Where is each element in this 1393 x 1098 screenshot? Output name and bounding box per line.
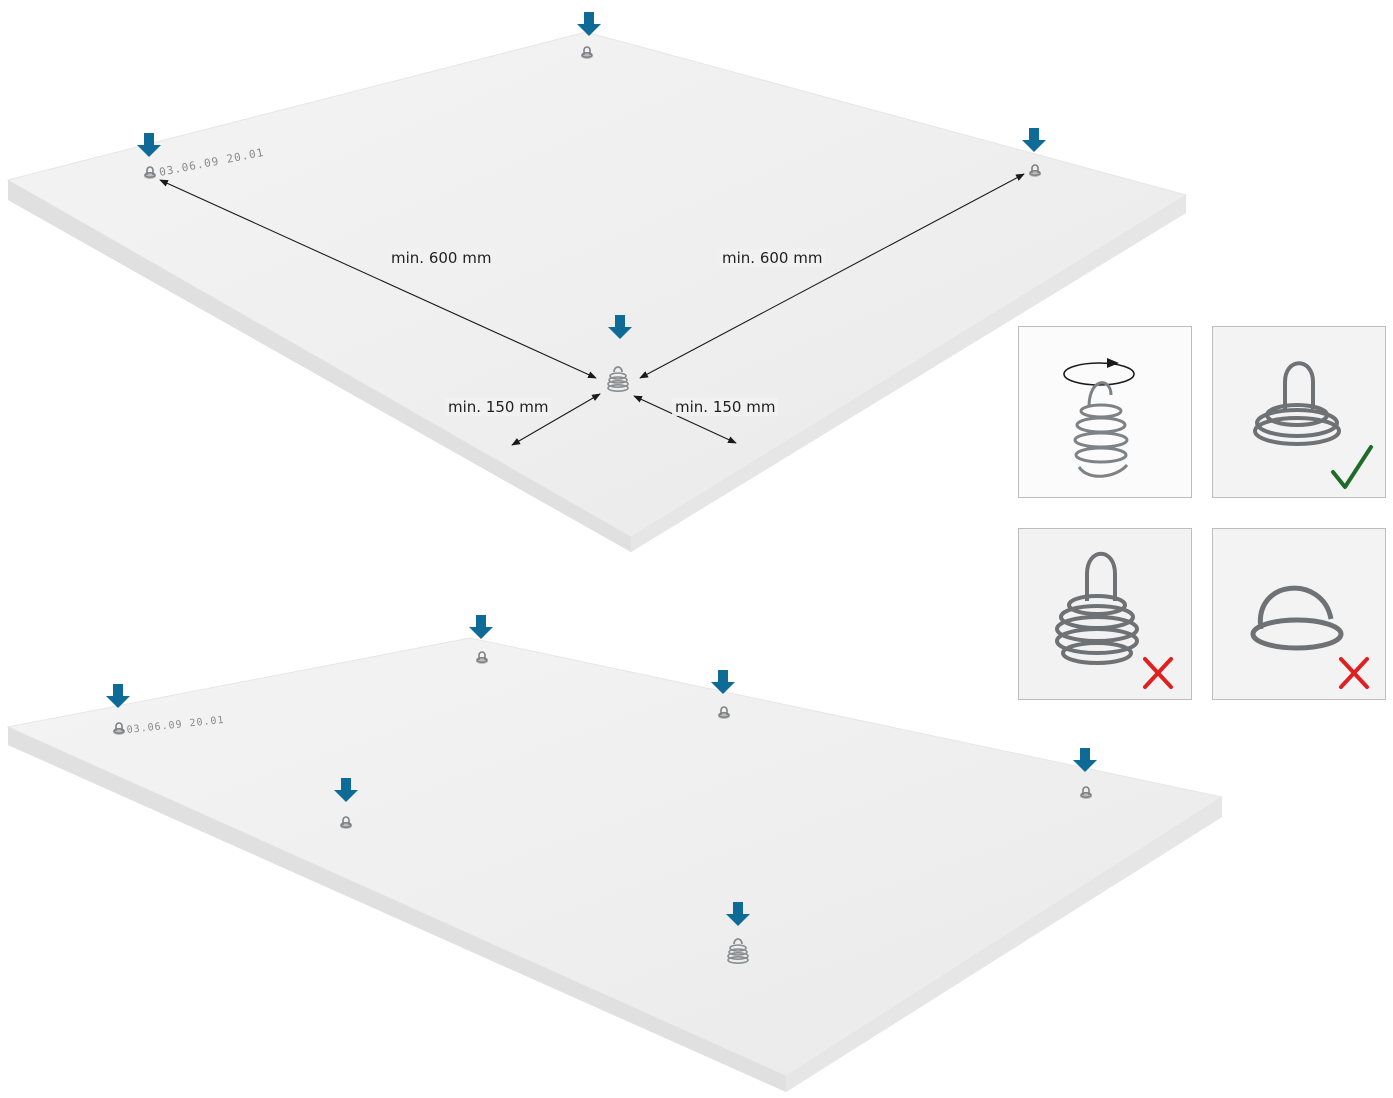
dimension-label-left-long: min. 600 mm bbox=[388, 249, 495, 267]
spring-icon bbox=[1073, 381, 1129, 478]
thumb-correct bbox=[1212, 326, 1386, 498]
down-arrow-icon bbox=[1022, 128, 1046, 152]
bottom-board: 03.06.09 20.01 bbox=[6, 615, 1224, 1092]
check-icon bbox=[1331, 445, 1373, 489]
rotate-arrow-icon bbox=[1063, 358, 1135, 386]
thumb-wrong-too-high bbox=[1018, 528, 1192, 700]
spring-icon bbox=[1250, 585, 1344, 651]
dimension-label-right-short: min. 150 mm bbox=[672, 398, 779, 416]
down-arrow-icon bbox=[469, 615, 493, 639]
dimension-label-left-short: min. 150 mm bbox=[445, 398, 552, 416]
top-board: 03.06.09 20.01 bbox=[6, 12, 1188, 552]
cross-icon bbox=[1339, 657, 1369, 689]
down-arrow-icon bbox=[577, 12, 601, 36]
dimension-label-right-long: min. 600 mm bbox=[719, 249, 826, 267]
spring-icon bbox=[1253, 361, 1341, 446]
spring-icon bbox=[1055, 551, 1139, 665]
cross-icon bbox=[1143, 657, 1173, 689]
thumb-wrong-too-deep bbox=[1212, 528, 1386, 700]
thumb-screw-in bbox=[1018, 326, 1192, 498]
